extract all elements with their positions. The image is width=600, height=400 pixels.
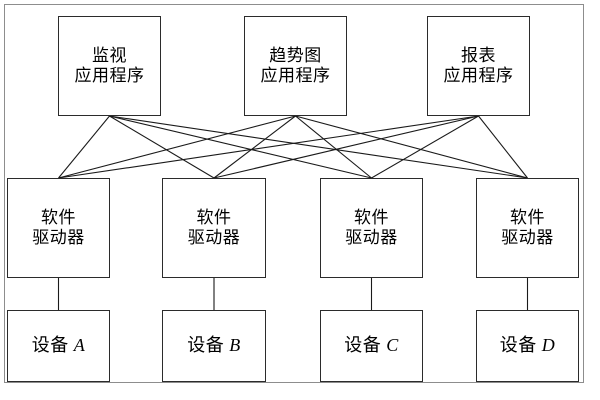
application-box-monitoring-line2: 应用程序 <box>74 66 145 85</box>
device-box-d-name: 设备 <box>499 335 537 356</box>
application-box-report-line2: 应用程序 <box>443 66 514 85</box>
edge-app-1-to-driver-1 <box>58 115 110 179</box>
edge-app-3-to-driver-4 <box>478 115 528 179</box>
software-driver-box-4[interactable]: 软件 驱动器 <box>476 178 579 278</box>
edge-app-2-to-driver-2 <box>213 115 296 179</box>
device-box-d-designator: D <box>541 335 556 356</box>
device-box-d-label: 设备 D <box>500 335 556 356</box>
software-driver-box-4-line2: 驱动器 <box>501 228 554 247</box>
device-box-b-name: 设备 <box>187 335 225 356</box>
software-driver-box-2-line2: 驱动器 <box>187 228 241 247</box>
application-box-trend-chart[interactable]: 趋势图 应用程序 <box>244 16 347 116</box>
edge-app-1-to-driver-3 <box>109 115 372 179</box>
edge-app-3-to-driver-2 <box>213 115 479 179</box>
software-driver-box-1[interactable]: 软件 驱动器 <box>7 178 110 278</box>
software-driver-box-2-line1: 软件 <box>196 207 232 227</box>
edge-app-2-to-driver-1 <box>58 115 296 179</box>
edge-app-1-to-driver-2 <box>109 115 215 179</box>
software-driver-box-2[interactable]: 软件 驱动器 <box>162 178 266 278</box>
device-box-a-designator: A <box>73 335 86 356</box>
edge-app-3-to-driver-3 <box>371 115 479 179</box>
device-box-c[interactable]: 设备 C <box>320 310 423 382</box>
software-driver-box-3-line2: 驱动器 <box>345 228 398 247</box>
device-box-a[interactable]: 设备 A <box>7 310 110 382</box>
edge-app-3-to-driver-1 <box>58 115 479 179</box>
edge-app-2-to-driver-4 <box>295 115 528 179</box>
device-box-c-designator: C <box>386 335 399 356</box>
device-box-d[interactable]: 设备 D <box>476 310 579 382</box>
device-box-c-name: 设备 <box>344 335 382 356</box>
application-box-report-line1: 报表 <box>461 45 496 65</box>
device-box-b-label: 设备 B <box>187 335 241 356</box>
device-box-a-name: 设备 <box>31 335 69 356</box>
application-box-monitoring-line1: 监视 <box>92 45 127 65</box>
device-box-a-label: 设备 A <box>32 335 86 356</box>
application-box-report[interactable]: 报表 应用程序 <box>427 16 530 116</box>
device-box-b[interactable]: 设备 B <box>162 310 266 382</box>
device-box-c-label: 设备 C <box>344 335 399 356</box>
edge-app-2-to-driver-3 <box>295 115 372 179</box>
app-to-driver-edges <box>58 115 528 179</box>
application-box-monitoring[interactable]: 监视 应用程序 <box>58 16 161 116</box>
software-driver-box-3[interactable]: 软件 驱动器 <box>320 178 423 278</box>
software-driver-box-1-line1: 软件 <box>41 207 76 227</box>
software-driver-box-4-line1: 软件 <box>510 207 545 227</box>
device-box-b-designator: B <box>229 335 241 356</box>
application-box-trend-chart-line2: 应用程序 <box>260 66 331 85</box>
application-box-trend-chart-line1: 趋势图 <box>269 45 322 65</box>
driver-to-device-edges <box>57 278 529 310</box>
software-driver-box-3-line1: 软件 <box>354 207 389 227</box>
edge-app-1-to-driver-4 <box>109 115 528 179</box>
software-driver-box-1-line2: 驱动器 <box>32 228 85 247</box>
